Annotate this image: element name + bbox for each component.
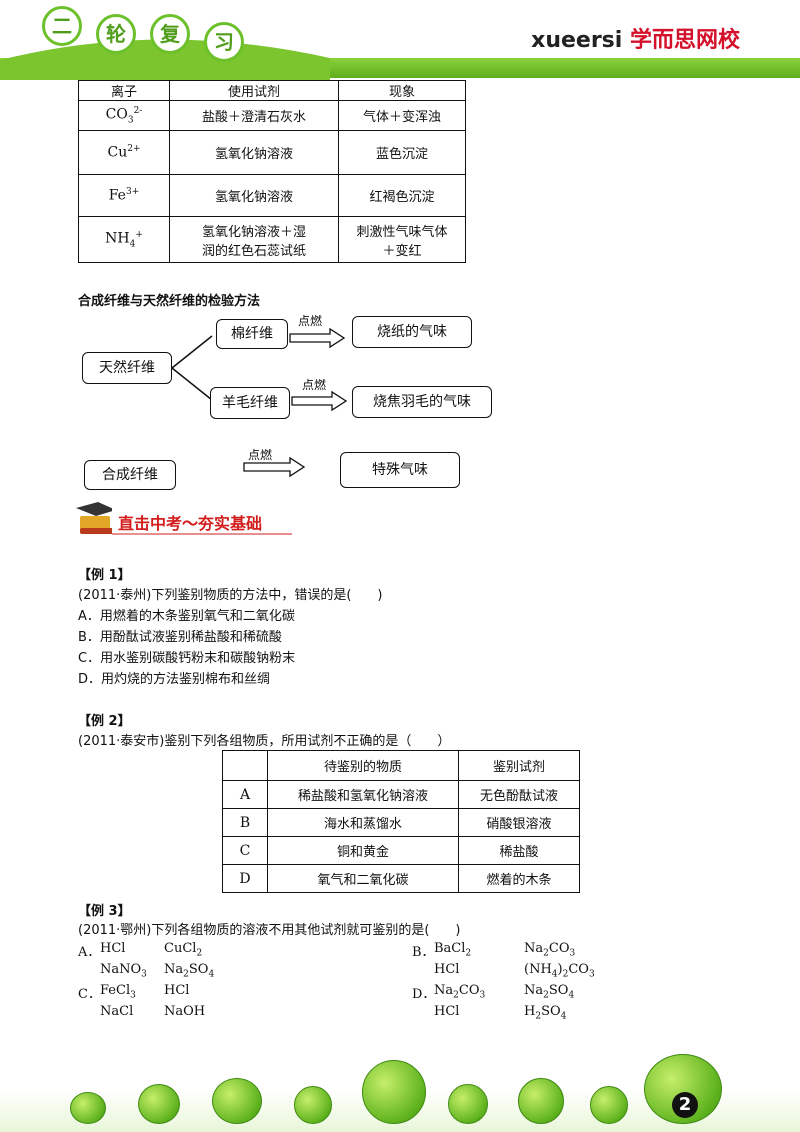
- badge-3: 复: [150, 14, 190, 54]
- synthetic-result-box: 特殊气味: [340, 452, 460, 488]
- ion-cell: Cu2+: [78, 130, 170, 175]
- header-cell: 鉴别试剂: [458, 750, 580, 781]
- row-letter: C: [222, 836, 268, 865]
- header-cell: [222, 750, 268, 781]
- option-c-letter: C．: [78, 987, 101, 1002]
- substance-cell: 海水和蒸馏水: [267, 808, 459, 837]
- option-b-letter: B．: [412, 945, 435, 960]
- cotton-result-box: 烧纸的气味: [352, 316, 472, 348]
- formula: NaOH: [164, 1004, 206, 1019]
- wool-result-box: 烧焦羽毛的气味: [352, 386, 492, 418]
- formula: HCl: [164, 983, 190, 998]
- apple-mascot-icon: [518, 1078, 564, 1124]
- banner-graphic: [76, 502, 292, 535]
- apple-mascot-icon: [70, 1092, 106, 1124]
- example-1-option-b: B．用酚酞试液鉴别稀盐酸和稀硫酸: [78, 630, 282, 645]
- substance-cell: 稀盐酸和氢氧化钠溶液: [267, 780, 459, 809]
- example-1-question: (2011·泰州)下列鉴别物质的方法中，错误的是( ): [78, 588, 383, 603]
- formula: NaCl: [100, 1004, 134, 1019]
- phenomenon-cell: 红褐色沉淀: [338, 174, 466, 217]
- apple-mascot-icon: [362, 1060, 426, 1124]
- substance-cell: 铜和黄金: [267, 836, 459, 865]
- option-d-letter: D．: [412, 987, 436, 1002]
- example-1-label: 【例 1】: [78, 568, 131, 583]
- formula: HCl: [434, 962, 460, 977]
- row-letter: B: [222, 808, 268, 837]
- phenomenon-cell: 刺激性气味气体＋变红: [338, 216, 466, 263]
- synthetic-fiber-box: 合成纤维: [84, 460, 176, 490]
- apple-mascot-icon: [212, 1078, 262, 1124]
- banner-title: 直击中考～夯实基础: [118, 514, 263, 533]
- cotton-fiber-box: 棉纤维: [216, 319, 288, 349]
- ignite-label: 点燃: [298, 314, 323, 328]
- header-cell: 待鉴别的物质: [267, 750, 459, 781]
- ignite-label: 点燃: [302, 378, 327, 392]
- brand-cn: 学而思网校: [629, 28, 740, 53]
- reagent-cell: 氢氧化钠溶液: [169, 130, 339, 175]
- formula: Na2CO3: [434, 983, 486, 1001]
- apple-mascot-icon: [590, 1086, 628, 1124]
- page-number: 2: [672, 1092, 698, 1118]
- option-a-letter: A．: [78, 945, 101, 960]
- formula: Na2CO3: [524, 941, 576, 959]
- formula: (NH4)2CO3: [524, 962, 595, 980]
- formula: NaNO3: [100, 962, 147, 980]
- reagent-cell: 燃着的木条: [458, 864, 580, 893]
- apple-mascot-icon: [294, 1086, 332, 1124]
- formula: FeCl3: [100, 983, 136, 1001]
- reagent-cell: 盐酸＋澄清石灰水: [169, 100, 339, 131]
- fiber-diagram-lines: [171, 327, 348, 478]
- ion-cell: CO32-: [78, 100, 170, 131]
- example-1-option-a: A．用燃着的木条鉴别氧气和二氧化碳: [78, 609, 295, 624]
- header-arc: [0, 39, 330, 80]
- wool-fiber-box: 羊毛纤维: [210, 387, 290, 419]
- formula: Na2SO4: [524, 983, 575, 1001]
- ignite-label: 点燃: [248, 448, 273, 462]
- formula: CuCl2: [164, 941, 203, 959]
- natural-fiber-box: 天然纤维: [82, 352, 172, 384]
- example-1-option-c: C．用水鉴别碳酸钙粉末和碳酸钠粉末: [78, 651, 296, 666]
- brand-latin: xueersi: [531, 28, 623, 53]
- phenomenon-cell: 气体＋变浑浊: [338, 100, 466, 131]
- badge-1: 二: [42, 6, 82, 46]
- apple-mascot-icon: [448, 1084, 488, 1124]
- row-letter: A: [222, 780, 268, 809]
- reagent-cell: 无色酚酞试液: [458, 780, 580, 809]
- formula: HCl: [100, 941, 126, 956]
- example-2-question: (2011·泰安市)鉴别下列各组物质，所用试剂不正确的是（ ）: [78, 734, 451, 749]
- ion-cell: NH4+: [78, 216, 170, 263]
- formula: H2SO4: [524, 1004, 567, 1022]
- phenomenon-cell: 蓝色沉淀: [338, 130, 466, 175]
- badge-4: 习: [204, 22, 244, 62]
- row-letter: D: [222, 864, 268, 893]
- badge-2: 轮: [96, 14, 136, 54]
- example-1-option-d: D．用灼烧的方法鉴别棉布和丝绸: [78, 672, 271, 687]
- brand-logo: xueersi 学而思网校: [531, 22, 740, 54]
- formula: BaCl2: [434, 941, 472, 959]
- example-3-label: 【例 3】: [78, 904, 131, 919]
- formula: HCl: [434, 1004, 460, 1019]
- example-2-label: 【例 2】: [78, 714, 131, 729]
- reagent-header: 使用试剂: [169, 80, 339, 101]
- phenomenon-header: 现象: [338, 80, 466, 101]
- formula: Na2SO4: [164, 962, 215, 980]
- ion-table: 离子 使用试剂 现象 CO32- 盐酸＋澄清石灰水 气体＋变浑浊 Cu2+ 氢氧…: [78, 80, 466, 263]
- example-3-question: (2011·鄂州)下列各组物质的溶液不用其他试剂就可鉴别的是( ): [78, 923, 461, 938]
- reagent-cell: 硝酸银溶液: [458, 808, 580, 837]
- section-title: 合成纤维与天然纤维的检验方法: [78, 294, 261, 309]
- apple-mascot-icon: [138, 1084, 180, 1124]
- reagent-table: 待鉴别的物质 鉴别试剂 A 稀盐酸和氢氧化钠溶液 无色酚酞试液 B 海水和蒸馏水…: [222, 750, 580, 893]
- reagent-cell: 氢氧化钠溶液＋湿润的红色石蕊试纸: [169, 216, 339, 263]
- reagent-cell: 稀盐酸: [458, 836, 580, 865]
- substance-cell: 氧气和二氧化碳: [267, 864, 459, 893]
- reagent-cell: 氢氧化钠溶液: [169, 174, 339, 217]
- ion-cell: Fe3+: [78, 174, 170, 217]
- ion-header: 离子: [78, 80, 170, 101]
